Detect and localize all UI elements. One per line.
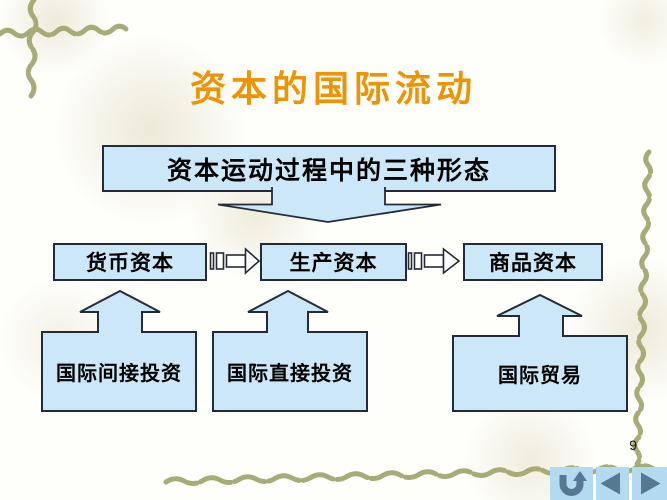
left-triangle-icon xyxy=(600,472,620,495)
box-money-capital-label: 货币资本 xyxy=(86,251,174,275)
previous-slide-button[interactable] xyxy=(596,467,629,500)
label-international-trade: 国际贸易 xyxy=(498,365,582,387)
box-production-capital: 生产资本 xyxy=(260,243,407,281)
box-commodity-capital-label: 商品资本 xyxy=(489,251,577,275)
u-turn-arrow-icon xyxy=(559,471,587,496)
return-button[interactable] xyxy=(550,467,593,500)
box-production-capital-label: 生产资本 xyxy=(289,251,378,275)
header-box: 资本运动过程中的三种形态 xyxy=(102,145,556,192)
down-arrow xyxy=(217,187,442,223)
header-box-label: 资本运动过程中的三种形态 xyxy=(166,157,491,185)
striped-right-arrow-1 xyxy=(209,247,261,275)
slideshow-nav xyxy=(550,467,667,500)
label-direct-investment: 国际直接投资 xyxy=(227,363,353,385)
page-number: 9 xyxy=(629,437,637,453)
box-commodity-capital: 商品资本 xyxy=(463,243,603,281)
right-triangle-icon xyxy=(641,472,661,495)
striped-right-arrow-2 xyxy=(407,247,461,275)
page-title: 资本的国际流动 xyxy=(189,69,477,109)
decoration-right-vertical-wave xyxy=(632,149,653,467)
label-indirect-investment: 国际间接投资 xyxy=(56,363,182,385)
decoration-top-horizontal-wave xyxy=(0,23,129,39)
box-money-capital: 货币资本 xyxy=(53,243,207,281)
next-slide-button[interactable] xyxy=(632,467,667,500)
